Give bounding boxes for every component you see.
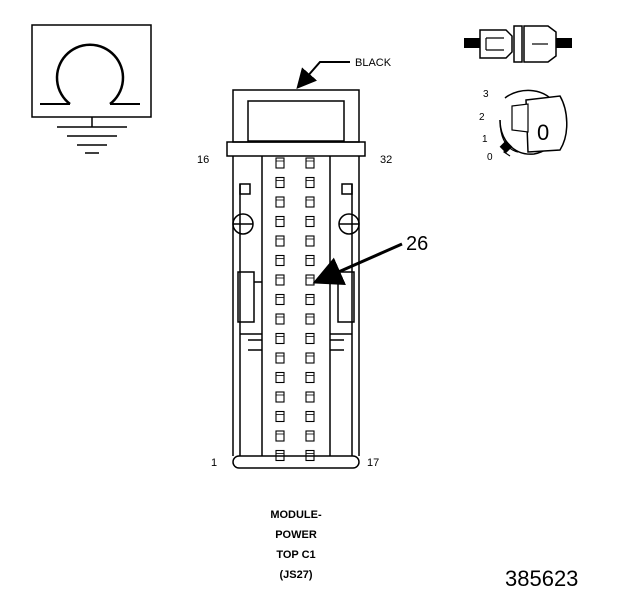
pin-cavity — [275, 215, 285, 228]
pin-cavity — [275, 391, 285, 403]
pin-cavity — [275, 352, 285, 364]
pin-cavity — [275, 274, 285, 286]
pin-cavity — [275, 410, 285, 423]
pin-cavity — [305, 430, 315, 442]
pin-cavity — [275, 430, 285, 442]
figure-id: 385623 — [505, 566, 578, 591]
pin-cavity — [275, 293, 285, 306]
connector-body — [226, 89, 366, 469]
connector-color-label: BLACK — [355, 57, 392, 69]
pin-cavity — [305, 293, 315, 306]
pin-cavity — [305, 254, 315, 267]
key-position-0: 0 — [487, 152, 493, 163]
caption-line-3: TOP C1 — [276, 549, 315, 561]
pin-cavity — [275, 332, 285, 345]
pin-cavity — [275, 157, 285, 169]
pin-cavity — [305, 176, 315, 189]
pin-label-top-right: 32 — [380, 154, 392, 166]
key-position-3: 3 — [483, 89, 489, 100]
pin-cavity — [305, 332, 315, 345]
key-label: 0 — [537, 120, 549, 145]
pin-cavity — [305, 274, 315, 286]
pin-label-bottom-right: 17 — [367, 457, 379, 469]
pin-cavity — [305, 235, 315, 247]
key-position-2: 2 — [479, 112, 485, 123]
caption-line-2: POWER — [275, 529, 317, 541]
pin-cavity — [305, 196, 315, 208]
pin-cavity — [305, 391, 315, 403]
callout-pin-number: 26 — [406, 233, 428, 255]
caption-line-4: (JS27) — [279, 569, 312, 581]
key-position-1: 1 — [482, 134, 488, 145]
pin-cavity — [305, 449, 315, 462]
caption-line-1: MODULE- — [270, 509, 322, 521]
pin-cavity — [275, 371, 285, 384]
connector-plug-icon — [464, 25, 572, 63]
pin-cavity — [305, 352, 315, 364]
pin-label-bottom-left: 1 — [211, 457, 217, 469]
ignition-key-icon: 3 2 1 0 0 — [479, 89, 568, 163]
pin-cavity — [305, 371, 315, 384]
ground-symbol-icon — [31, 24, 152, 154]
pin-cavity — [305, 410, 315, 423]
pin-label-top-left: 16 — [197, 154, 209, 166]
pin-cavity — [305, 313, 315, 325]
pin-cavity — [305, 157, 315, 169]
pin-cavity — [305, 215, 315, 228]
pin-cavity — [275, 449, 285, 462]
pin-cavity — [275, 196, 285, 208]
callout-arrow — [312, 242, 403, 286]
pin-cavity — [275, 176, 285, 189]
pin-cavity — [275, 254, 285, 267]
pin-cavity — [275, 313, 285, 325]
pin-cavity — [275, 235, 285, 247]
pin-cavity-grid — [275, 157, 315, 462]
connector-caption: MODULE- POWER TOP C1 (JS27) — [270, 509, 322, 581]
